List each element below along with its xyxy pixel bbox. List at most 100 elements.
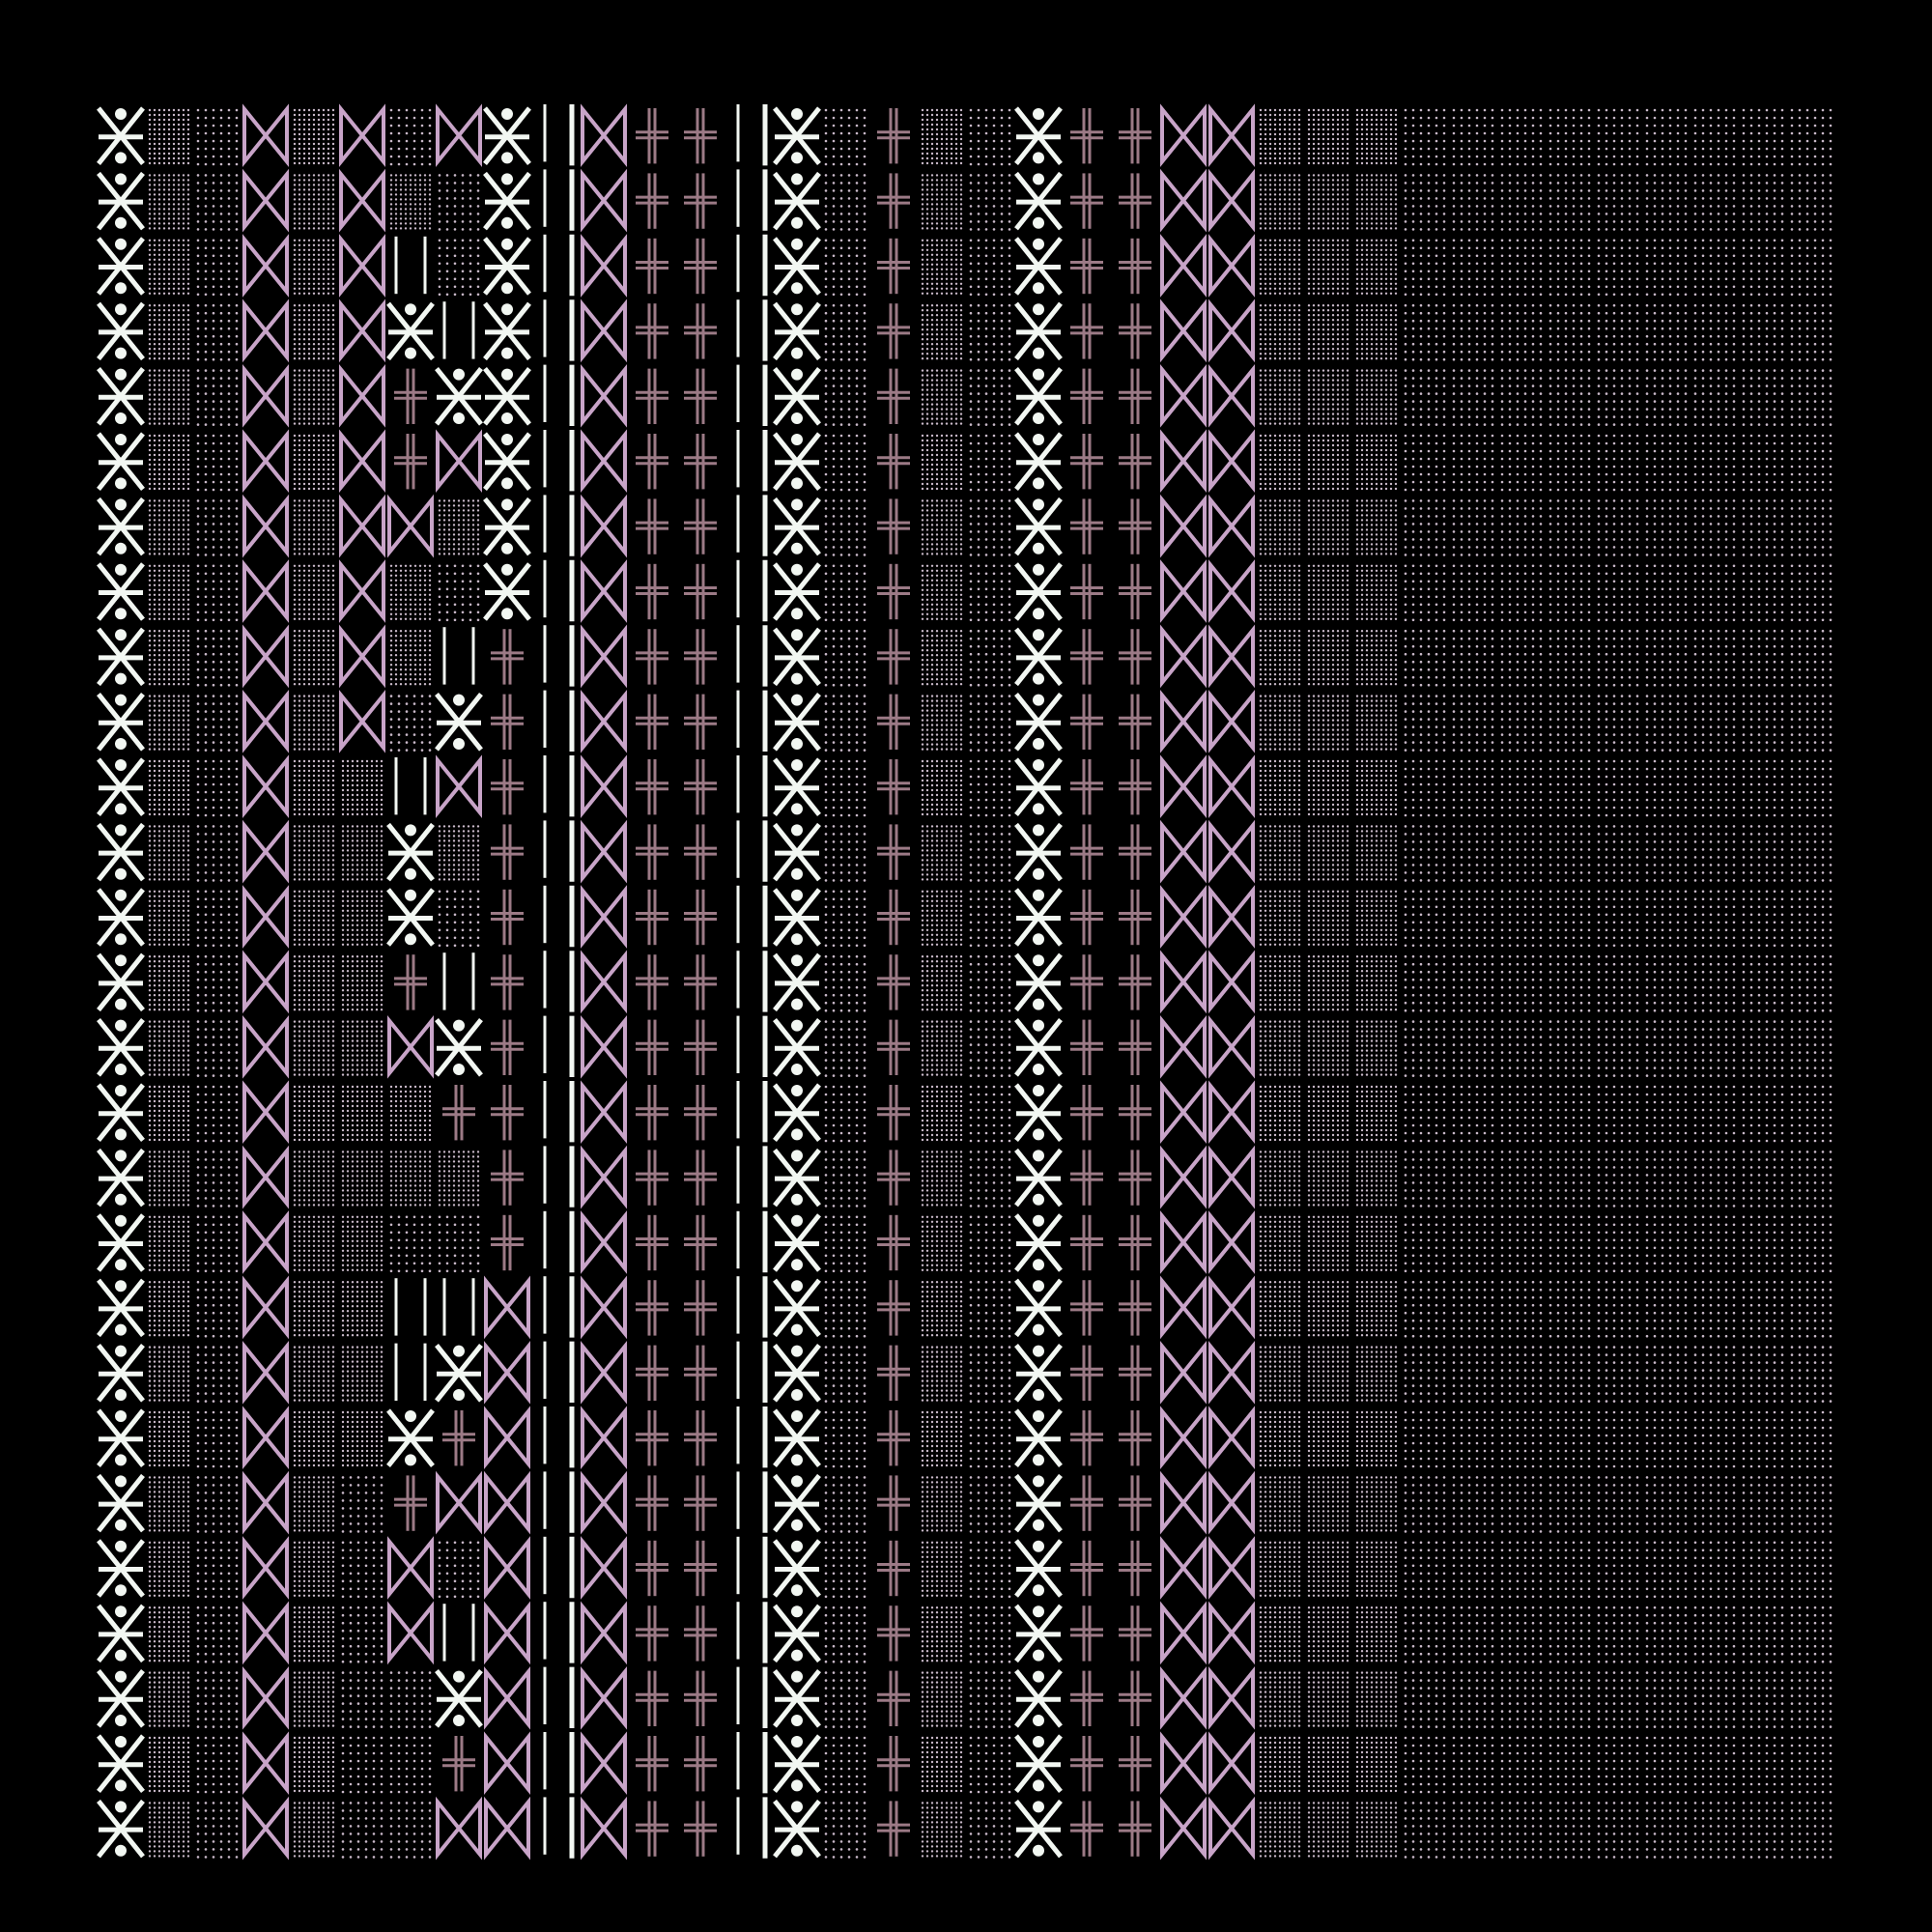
figure-x-glyph xyxy=(99,759,143,814)
figure-x-glyph xyxy=(485,303,529,358)
figure-x-glyph xyxy=(1016,1736,1061,1791)
figure-x-glyph xyxy=(485,239,529,294)
figure-x-glyph xyxy=(775,1541,819,1596)
figure-x-glyph xyxy=(99,1346,143,1401)
figure-x-glyph xyxy=(437,369,481,424)
figure-x-glyph xyxy=(99,695,143,750)
figure-x-glyph xyxy=(485,173,529,228)
figure-x-glyph xyxy=(775,173,819,228)
figure-x-glyph xyxy=(775,1475,819,1530)
figure-x-glyph xyxy=(388,1410,433,1465)
figure-x-glyph xyxy=(437,1346,481,1401)
figure-x-glyph xyxy=(388,890,433,945)
figure-x-glyph xyxy=(1016,890,1061,945)
figure-x-glyph xyxy=(775,498,819,554)
figure-x-glyph xyxy=(1016,629,1061,684)
figure-x-glyph xyxy=(485,369,529,424)
figure-x-glyph xyxy=(99,1736,143,1791)
figure-x-glyph xyxy=(99,1605,143,1661)
figure-x-glyph xyxy=(1016,498,1061,554)
figure-x-glyph xyxy=(1016,954,1061,1009)
figure-x-glyph xyxy=(775,695,819,750)
figure-x-glyph xyxy=(1016,1346,1061,1401)
figure-x-glyph xyxy=(99,173,143,228)
figure-x-glyph xyxy=(775,1085,819,1140)
figure-x-glyph xyxy=(99,954,143,1009)
figure-x-glyph xyxy=(99,498,143,554)
figure-x-glyph xyxy=(775,1020,819,1075)
figure-x-glyph xyxy=(1016,1215,1061,1270)
figure-x-glyph xyxy=(99,1085,143,1140)
figure-x-glyph xyxy=(775,1346,819,1401)
figure-x-glyph xyxy=(1016,1150,1061,1205)
figure-x-glyph xyxy=(485,564,529,619)
figure-x-glyph xyxy=(99,1150,143,1205)
figure-x-glyph xyxy=(1016,1020,1061,1075)
figure-x-glyph xyxy=(775,1605,819,1661)
figure-x-glyph xyxy=(775,239,819,294)
figure-x-glyph xyxy=(99,1410,143,1465)
figure-x-glyph xyxy=(388,303,433,358)
figure-x-glyph xyxy=(99,1475,143,1530)
figure-x-glyph xyxy=(775,1671,819,1726)
figure-x-glyph xyxy=(388,824,433,879)
figure-x-glyph xyxy=(1016,1801,1061,1856)
figure-x-glyph xyxy=(99,239,143,294)
figure-x-glyph xyxy=(1016,1605,1061,1661)
figure-x-glyph xyxy=(1016,108,1061,163)
figure-x-glyph xyxy=(1016,434,1061,489)
figure-x-glyph xyxy=(99,1801,143,1856)
figure-x-glyph xyxy=(775,564,819,619)
figure-x-glyph xyxy=(1016,1410,1061,1465)
figure-x-glyph xyxy=(775,759,819,814)
figure-x-glyph xyxy=(775,824,819,879)
figure-x-glyph xyxy=(437,1671,481,1726)
figure-x-glyph xyxy=(1016,369,1061,424)
figure-x-glyph xyxy=(775,1150,819,1205)
figure-x-glyph xyxy=(775,890,819,945)
figure-x-glyph xyxy=(775,1410,819,1465)
figure-x-glyph xyxy=(485,108,529,163)
figure-x-glyph xyxy=(437,1020,481,1075)
figure-x-glyph xyxy=(99,369,143,424)
figure-x-glyph xyxy=(99,824,143,879)
figure-x-glyph xyxy=(775,108,819,163)
figure-x-glyph xyxy=(99,890,143,945)
figure-x-glyph xyxy=(1016,173,1061,228)
figure-x-glyph xyxy=(1016,695,1061,750)
figure-x-glyph xyxy=(1016,1280,1061,1335)
figure-x-glyph xyxy=(775,629,819,684)
figure-x-glyph xyxy=(437,695,481,750)
figure-x-glyph xyxy=(775,1801,819,1856)
figure-x-glyph xyxy=(485,434,529,489)
figure-x-glyph xyxy=(99,434,143,489)
figure-x-glyph xyxy=(99,108,143,163)
figure-x-glyph xyxy=(99,1541,143,1596)
figure-x-glyph xyxy=(1016,1475,1061,1530)
figure-x-glyph xyxy=(485,498,529,554)
figure-x-glyph xyxy=(99,1671,143,1726)
figure-x-glyph xyxy=(775,369,819,424)
figure-x-glyph xyxy=(775,303,819,358)
figure-x-glyph xyxy=(99,1215,143,1270)
figure-x-glyph xyxy=(775,1215,819,1270)
figure-x-glyph xyxy=(99,564,143,619)
figure-x-glyph xyxy=(1016,759,1061,814)
figure-x-glyph xyxy=(775,954,819,1009)
figure-x-glyph xyxy=(99,1020,143,1075)
figure-x-glyph xyxy=(1016,1541,1061,1596)
figure-x-glyph xyxy=(99,303,143,358)
figure-x-glyph xyxy=(99,1280,143,1335)
figure-x-glyph xyxy=(1016,564,1061,619)
figure-x-glyph xyxy=(775,1736,819,1791)
figure-x-glyph xyxy=(1016,303,1061,358)
figure-x-glyph xyxy=(1016,824,1061,879)
figure-x-glyph xyxy=(1016,1671,1061,1726)
figure-x-glyph xyxy=(775,1280,819,1335)
figure-x-glyph xyxy=(775,434,819,489)
figure-x-glyph xyxy=(99,629,143,684)
figure-x-glyph xyxy=(1016,239,1061,294)
figure-x-glyph xyxy=(1016,1085,1061,1140)
